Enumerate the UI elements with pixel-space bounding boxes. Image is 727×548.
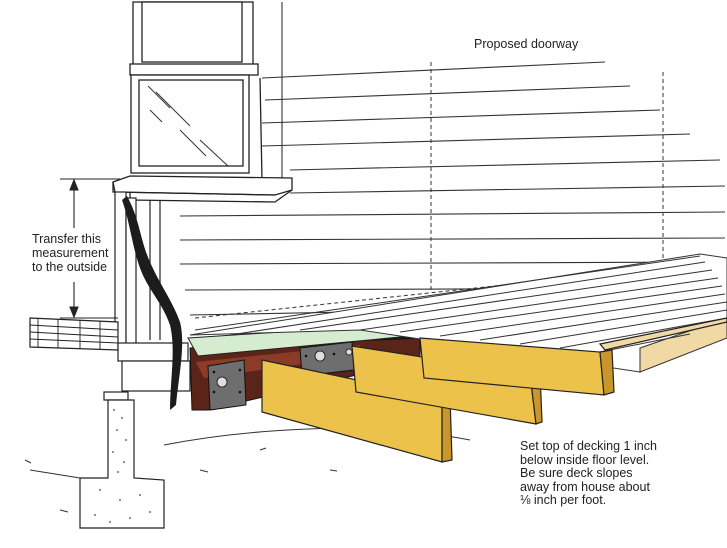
transfer-measurement-label: Transfer this measurement to the outside bbox=[32, 232, 108, 274]
window bbox=[112, 1, 293, 203]
note-line-4: away from house about bbox=[520, 479, 650, 494]
decking bbox=[189, 253, 727, 373]
transfer-line-3: to the outside bbox=[32, 260, 108, 274]
joists bbox=[261, 317, 727, 463]
house-corner bbox=[29, 191, 191, 401]
note-line-1: Set top of decking 1 inch bbox=[520, 439, 657, 453]
measurement-arrow bbox=[60, 178, 120, 319]
note-line-3: Be sure deck slopes bbox=[520, 466, 633, 480]
transfer-line-1: Transfer this bbox=[32, 232, 102, 246]
transfer-line-2: measurement bbox=[32, 246, 109, 260]
foundation-footing bbox=[79, 399, 165, 529]
note-line-5: ⅛ inch per foot. bbox=[520, 493, 607, 507]
deck-slope-note: Set top of decking 1 inch below inside f… bbox=[520, 439, 657, 508]
proposed-doorway-label: Proposed doorway bbox=[474, 37, 579, 51]
note-line-2: below inside floor level. bbox=[520, 452, 650, 467]
